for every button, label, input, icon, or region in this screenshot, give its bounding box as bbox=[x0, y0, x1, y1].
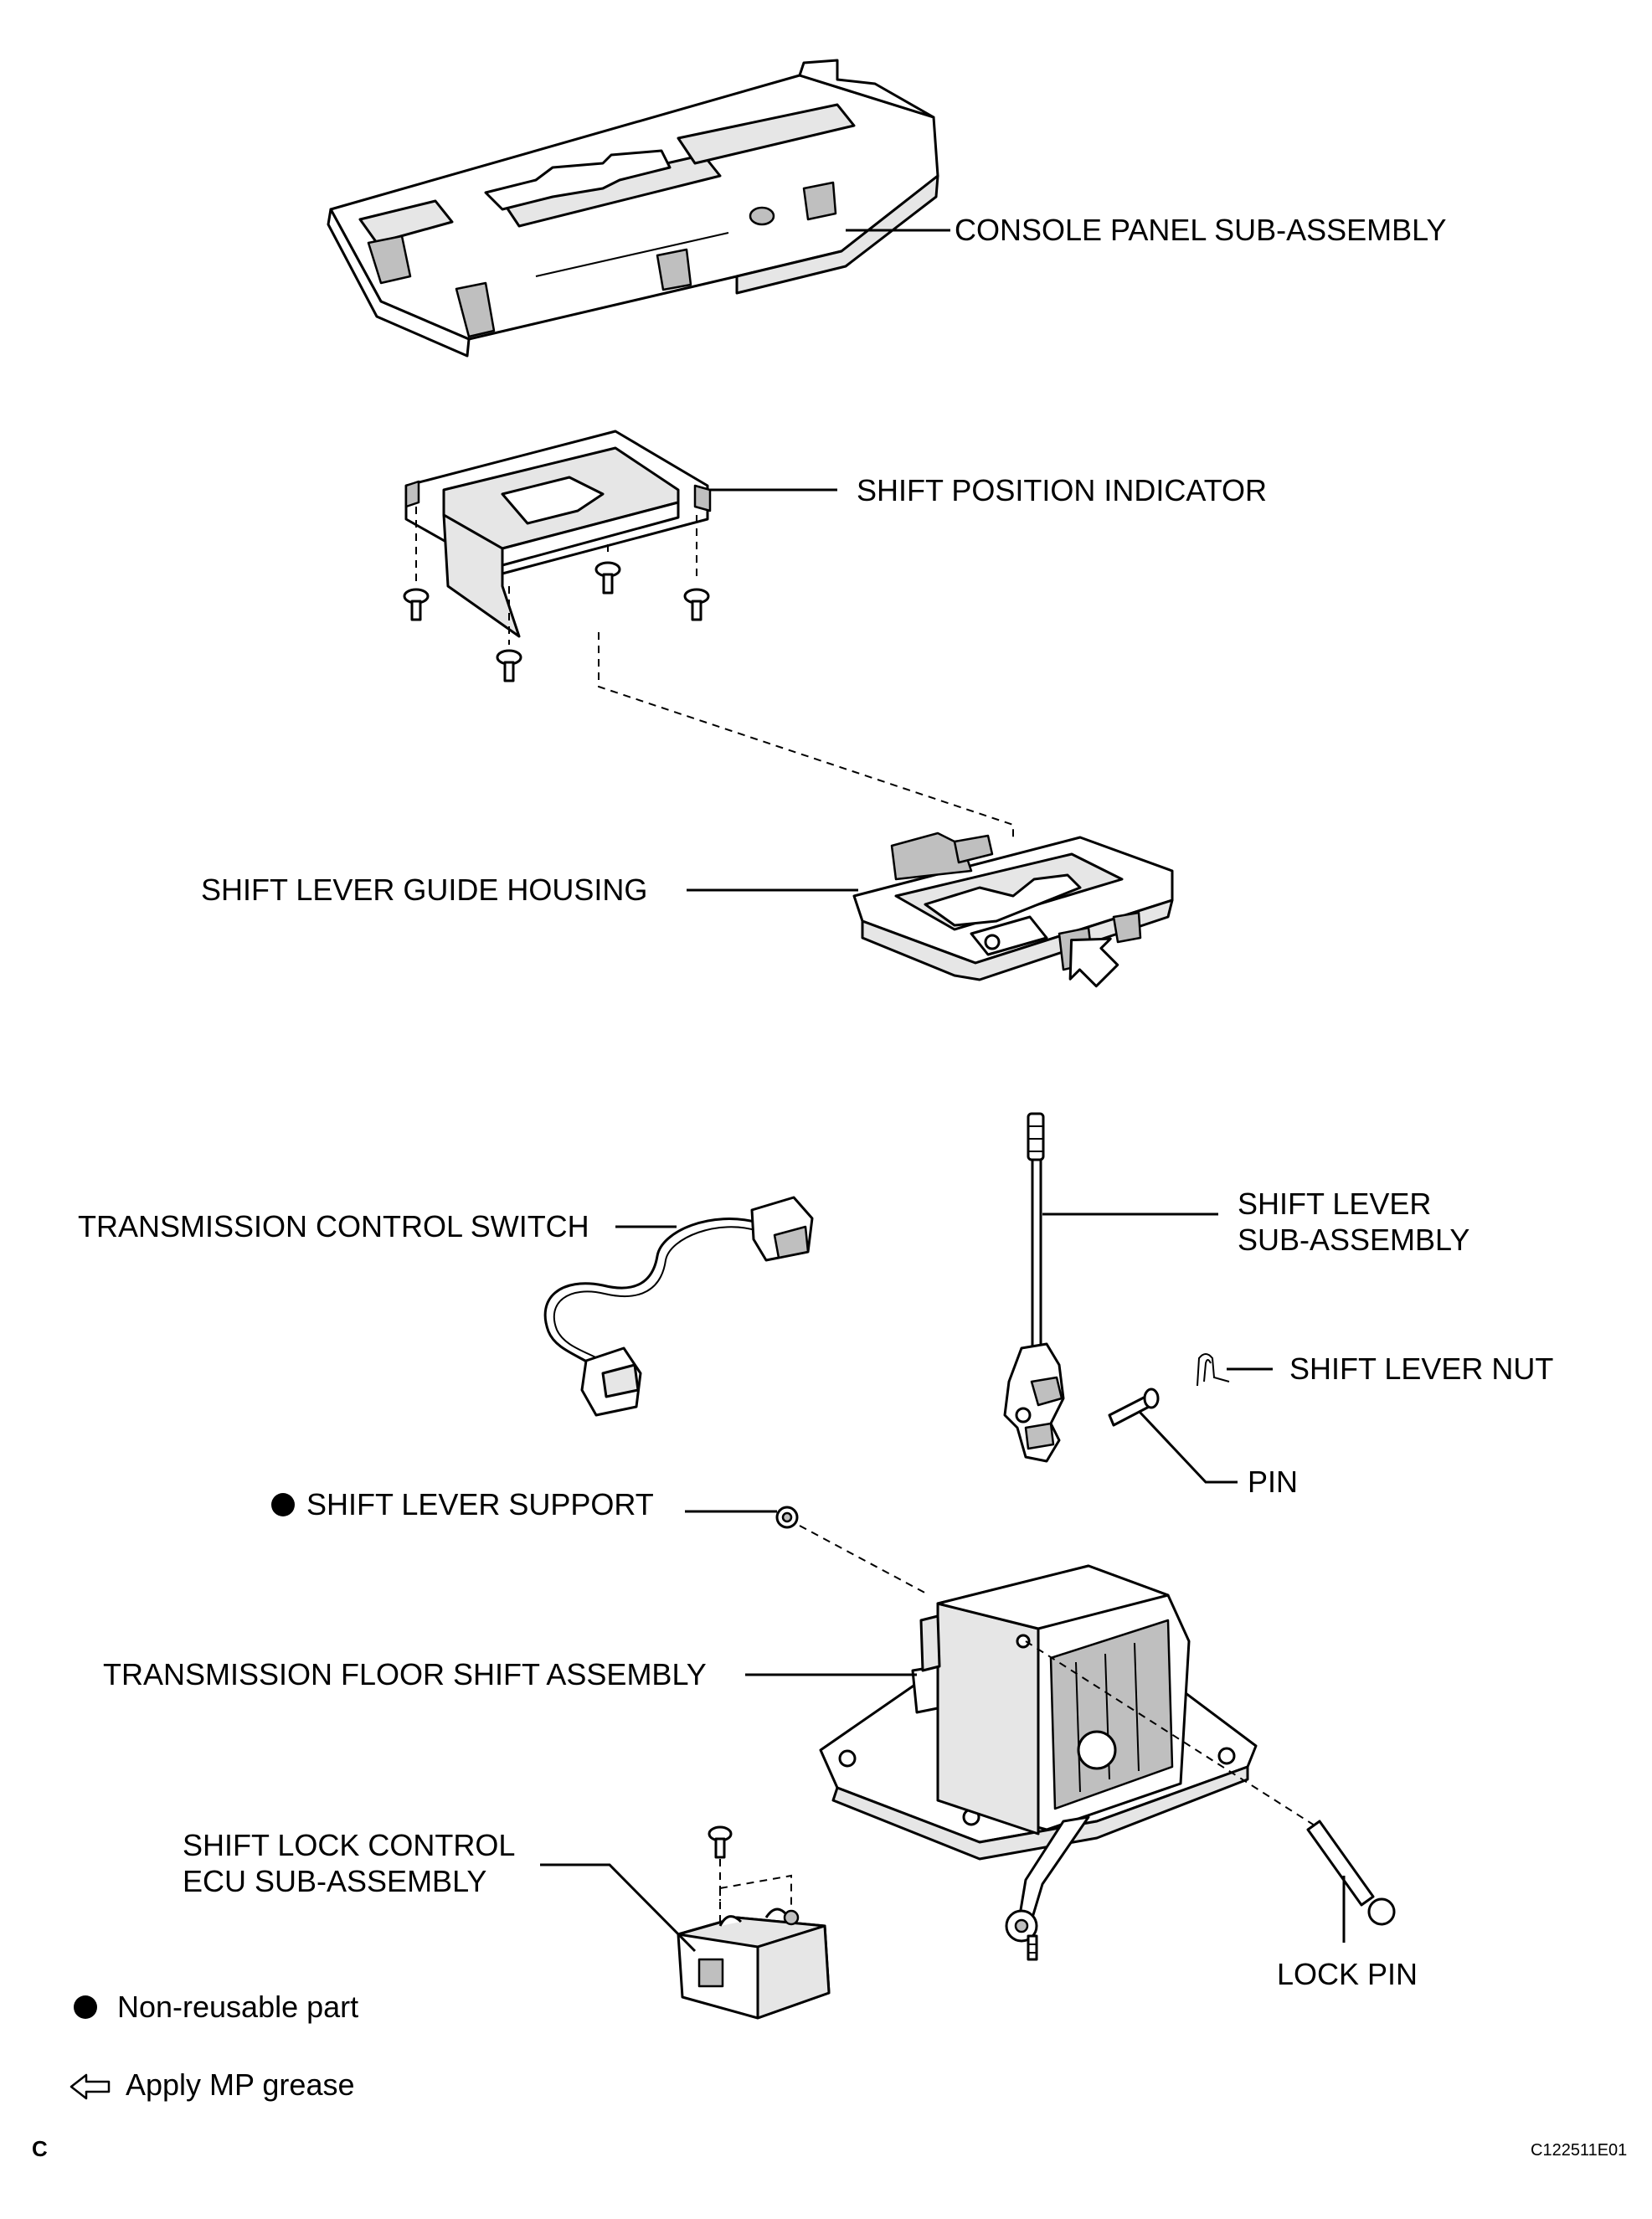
label-shift-lever-guide-housing: SHIFT LEVER GUIDE HOUSING bbox=[201, 873, 647, 907]
screw-icon bbox=[683, 588, 710, 621]
alignment-line-lock-pin bbox=[1025, 1640, 1315, 1826]
figure-code: C122511E01 bbox=[1531, 2141, 1627, 2160]
shift-position-indicator-part bbox=[404, 430, 712, 638]
grease-arrow-icon bbox=[1068, 937, 1119, 988]
pin-part bbox=[1108, 1388, 1160, 1427]
alignment-line-indicator bbox=[598, 632, 1014, 837]
corner-letter: C bbox=[32, 2136, 48, 2161]
screws-indicator bbox=[403, 507, 710, 682]
transmission-control-switch-part bbox=[543, 1196, 814, 1417]
non-reusable-dot-icon bbox=[74, 1995, 97, 2019]
legend-apply-grease: Apply MP grease bbox=[126, 2067, 354, 2102]
shift-lever-nut-part bbox=[1197, 1353, 1230, 1387]
legend: Non-reusable part Apply MP grease bbox=[69, 1990, 358, 2102]
grease-arrow-icon bbox=[69, 2073, 111, 2100]
transmission-floor-shift-part bbox=[819, 1564, 1258, 1961]
label-shift-lock-ecu-line2: ECU SUB-ASSEMBLY bbox=[183, 1864, 486, 1898]
screw-icon bbox=[594, 561, 621, 595]
screw-icon bbox=[403, 588, 430, 621]
leader-pin bbox=[1137, 1409, 1238, 1484]
shift-lever-part bbox=[1003, 1112, 1065, 1463]
label-shift-lock-ecu-line1: SHIFT LOCK CONTROL bbox=[183, 1828, 515, 1862]
non-reusable-dot-icon bbox=[271, 1493, 295, 1516]
label-shift-lever-line1: SHIFT LEVER bbox=[1238, 1187, 1431, 1221]
screw-icon bbox=[708, 1825, 733, 1859]
label-console-panel: CONSOLE PANEL SUB-ASSEMBLY bbox=[955, 213, 1447, 247]
alignment-line-support bbox=[799, 1525, 930, 1596]
lock-pin-part bbox=[1306, 1820, 1396, 1926]
label-shift-lever-support: SHIFT LEVER SUPPORT bbox=[306, 1487, 654, 1521]
legend-non-reusable: Non-reusable part bbox=[117, 1990, 358, 2024]
label-shift-lever-nut: SHIFT LEVER NUT bbox=[1289, 1351, 1553, 1386]
shift-lever-guide-housing-part bbox=[852, 831, 1174, 981]
label-lock-pin: LOCK PIN bbox=[1277, 1957, 1418, 1991]
label-transmission-control-switch: TRANSMISSION CONTROL SWITCH bbox=[78, 1209, 589, 1243]
label-shift-position-indicator: SHIFT POSITION INDICATOR bbox=[857, 473, 1267, 507]
leader-shift-lock-ecu bbox=[540, 1863, 697, 1953]
shift-lock-ecu-part bbox=[677, 1825, 831, 2020]
screw-icon bbox=[496, 649, 522, 682]
label-pin: PIN bbox=[1248, 1465, 1298, 1499]
shift-lever-support-part bbox=[775, 1506, 799, 1529]
console-panel-part bbox=[327, 59, 939, 358]
label-transmission-floor-shift: TRANSMISSION FLOOR SHIFT ASSEMBLY bbox=[103, 1657, 707, 1691]
label-shift-lever-line2: SUB-ASSEMBLY bbox=[1238, 1223, 1469, 1257]
